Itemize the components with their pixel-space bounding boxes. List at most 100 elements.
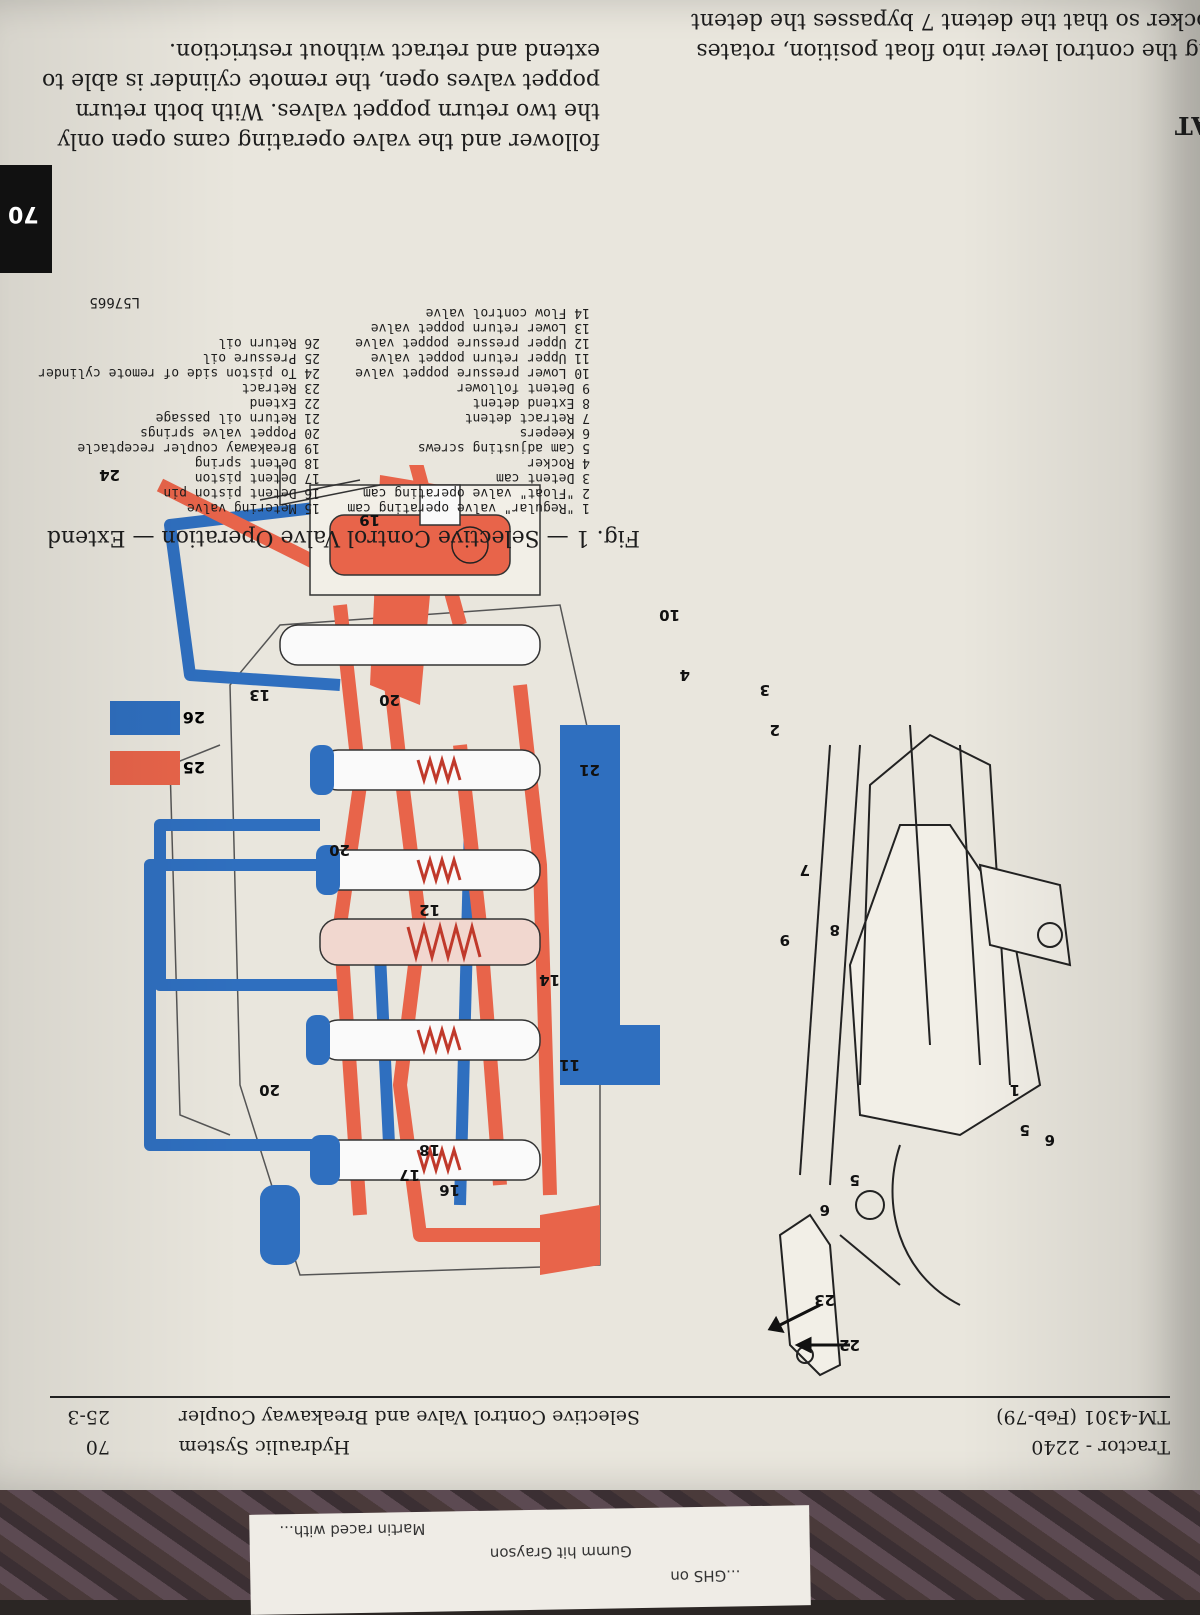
callout-20b: 20: [329, 841, 350, 859]
legend-item: 23 Retract: [241, 380, 320, 395]
rocker-linkage: [799, 724, 1072, 1306]
header-rule: [50, 1396, 1170, 1398]
callout-7: 7: [800, 861, 810, 879]
callout-20c: 20: [379, 691, 400, 709]
pressure-oil-inlet: [540, 1205, 600, 1275]
legend-item: 2 "Float" valve operating cam: [363, 485, 590, 500]
poppet-valves: [279, 624, 541, 1181]
valve-end-caps: [260, 745, 340, 1265]
callout-12: 12: [419, 901, 440, 919]
callout-16: 16: [439, 1181, 460, 1199]
retract-arrow: [767, 1315, 785, 1333]
callout-2: 2: [770, 721, 780, 739]
callout-5a: 5: [1020, 1121, 1030, 1139]
body-text-left-column: ing the control lever into float positio…: [631, 5, 1200, 65]
coupler-pipe: [259, 465, 381, 506]
metering-valve-15: [279, 624, 541, 666]
figure-caption: Fig. 1 — Selective Control Valve Operati…: [46, 525, 640, 550]
section-page: 25-3: [67, 1406, 110, 1428]
callout-4: 4: [680, 666, 690, 684]
direction-arrows: [767, 1303, 850, 1354]
legend-column-2: 15 Metering valve 16 Detent piston pin 1…: [38, 335, 320, 515]
poppet-valve-springs: [406, 754, 482, 1176]
callout-11: 11: [559, 1056, 580, 1074]
section-title: Selective Control Valve and Breakaway Co…: [178, 1406, 640, 1428]
control-lever: [778, 1213, 842, 1377]
legend-item: 10 Lower pressure poppet valve: [355, 365, 590, 380]
legend-item: 16 Detent piston pin: [163, 485, 320, 500]
breakaway-coupler: [309, 484, 541, 596]
callout-3: 3: [760, 681, 770, 699]
callout-1: 1: [1010, 1081, 1020, 1099]
body-line: ing the control lever into float positio…: [696, 38, 1200, 63]
legend-item: 19 Breakaway coupler receptacle: [77, 440, 320, 455]
callout-10: 10: [659, 606, 680, 624]
legend-item: 17 Detent piston: [194, 470, 320, 485]
selective-control-valve-diagram: 1 2 3 4 5 5 6 6 7 8 9 10 11 12 13 14 15 …: [99, 465, 1072, 1377]
pressure-oil-swatch: [110, 751, 180, 785]
section-tab: 70: [0, 165, 52, 273]
legend-item: 6 Keepers: [519, 425, 590, 440]
legend-item: 1 "Regular" valve operating cam: [347, 500, 590, 515]
flow-control-valve-14: [319, 918, 541, 966]
legend-item: 13 Lower return poppet valve: [370, 320, 590, 335]
background-note: Martin raced with... Gumm hit Grayson ..…: [249, 1505, 811, 1615]
body-text-right-column: follower and the valve operating cams op…: [42, 35, 600, 155]
note-line: Martin raced with...: [279, 1519, 426, 1541]
system-page: 70: [85, 1436, 110, 1458]
legend-item: 22 Extend: [249, 395, 320, 410]
callout-5b: 5: [850, 1171, 860, 1189]
legend-column-1: 1 "Regular" valve operating cam 2 "Float…: [347, 305, 590, 515]
callout-14: 14: [539, 971, 560, 989]
callout-22: 22: [839, 1336, 860, 1354]
legend-item: 21 Return oil passage: [155, 410, 320, 425]
callout-9: 9: [780, 931, 790, 949]
section-heading-fragment: AT: [1174, 111, 1200, 140]
note-line: Gumm hit Grayson: [489, 1542, 632, 1563]
body-line: follower and the valve operating cams op…: [57, 128, 600, 153]
swatch-label-25: 25: [183, 758, 205, 777]
callout-21: 21: [579, 761, 600, 779]
system-title: Hydraulic System: [178, 1436, 350, 1458]
callout-6a: 6: [1045, 1131, 1055, 1149]
legend-item: 24 To piston side of remote cylinder: [38, 365, 320, 380]
legend-item: 3 Detent cam: [496, 470, 590, 485]
legend-item: 14 Flow control valve: [425, 305, 590, 320]
legend-item: 9 Detent follower: [456, 380, 590, 395]
legend-item: 18 Detent spring: [194, 455, 320, 470]
figure-code: L57665: [89, 294, 140, 310]
return-oil-swatch: [110, 701, 180, 735]
legend-item: 26 Return oil: [218, 335, 320, 350]
manual-page: Tractor - 2240 TM-4301 (Feb-79) Hydrauli…: [0, 0, 1200, 1490]
legend-item: 12 Upper pressure poppet valve: [355, 335, 590, 350]
callout-8: 8: [830, 921, 840, 939]
callout-18: 18: [419, 1141, 440, 1159]
body-line: extend and retract without restriction.: [168, 38, 600, 63]
legend-item: 7 Retract detent: [464, 410, 590, 425]
callout-24: 24: [99, 466, 120, 484]
legend-item: 8 Extend detent: [472, 395, 590, 410]
callout-6b: 6: [820, 1201, 830, 1219]
legend-item: 4 Rocker: [527, 455, 590, 470]
page-content-rotated: Tractor - 2240 TM-4301 (Feb-79) Hydrauli…: [38, 5, 1200, 1458]
body-line: rocker so that the detent 7 bypasses the…: [691, 8, 1200, 33]
legend-item: 11 Upper return poppet valve: [370, 350, 590, 365]
legend-item: 15 Metering valve: [186, 500, 320, 515]
callout-13: 13: [249, 686, 270, 704]
callout-17: 17: [399, 1166, 420, 1184]
body-line: poppet valves open, the remote cylinder …: [42, 68, 600, 93]
tractor-model: Tractor - 2240: [1031, 1436, 1170, 1458]
swatch-label-26: 26: [183, 708, 205, 727]
tm-number: TM-4301 (Feb-79): [996, 1406, 1170, 1428]
legend-item: 20 Poppet valve springs: [139, 425, 320, 440]
legend-item: 5 Cam adjusting screws: [417, 440, 590, 455]
body-line: the two return poppet valves. With both …: [75, 98, 600, 123]
callout-19: 19: [359, 511, 380, 529]
return-oil-inlet: [600, 1025, 660, 1085]
note-line: ...GHS on: [670, 1566, 741, 1586]
callout-20a: 20: [259, 1081, 280, 1099]
extend-arrow: [794, 1336, 812, 1354]
callout-23: 23: [814, 1291, 835, 1309]
legend-item: 25 Pressure oil: [202, 350, 320, 365]
callout-numbers: 1 2 3 4 5 5 6 6 7 8 9 10 11 12 13 14 15 …: [99, 466, 1055, 1354]
